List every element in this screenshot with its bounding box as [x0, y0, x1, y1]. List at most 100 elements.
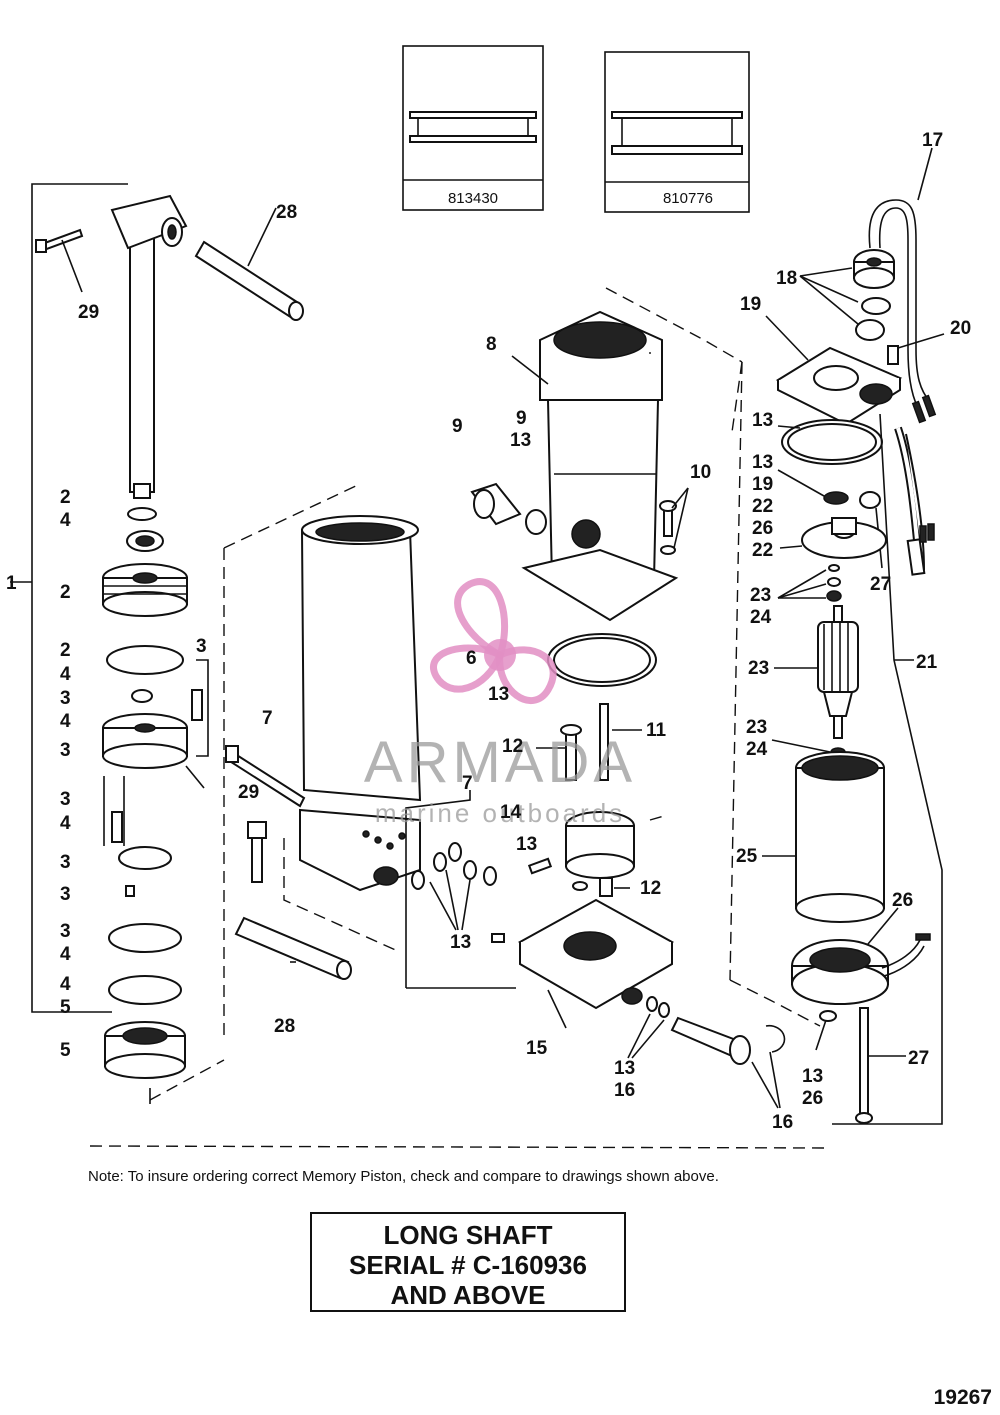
armature-23	[774, 605, 859, 739]
pump-housing-8	[511, 310, 679, 622]
callout: 2	[60, 582, 71, 603]
callout: 4	[60, 813, 71, 834]
callout: 11	[646, 720, 667, 741]
callout: 26	[802, 1088, 823, 1109]
callout: 14	[500, 802, 522, 823]
callout: 3	[60, 740, 71, 761]
callout: 22	[752, 540, 773, 561]
bolt-29-upper	[35, 228, 84, 293]
callout: 19	[740, 294, 761, 315]
watermark: ARMADA marine outboards	[364, 578, 636, 828]
serial-range-box: LONG SHAFT SERIAL # C-160936 AND ABOVE	[310, 1212, 626, 1312]
callout: 4	[60, 944, 71, 965]
callout: 12	[640, 878, 661, 899]
callout: 23	[746, 717, 767, 738]
inset-810776: 810776	[604, 51, 750, 213]
wire-harness-17	[868, 147, 937, 424]
motor-frame-25	[762, 751, 885, 923]
serial-line-1: LONG SHAFT	[383, 1220, 553, 1250]
manifold-15	[517, 898, 675, 1029]
fitting-9	[470, 482, 547, 535]
seals-13-left	[411, 842, 553, 943]
callout: 3	[60, 884, 71, 905]
bolt-7	[225, 745, 306, 808]
trim-cylinder-6	[299, 515, 422, 892]
inset-part-number: 813430	[448, 190, 498, 207]
callout: 27	[908, 1048, 929, 1069]
callout: 6	[466, 648, 477, 669]
callout: 18	[776, 268, 797, 289]
callout: 25	[736, 846, 758, 867]
callout: 12	[502, 736, 523, 757]
inset-813430: 813430	[402, 45, 544, 211]
grommets-18	[799, 249, 895, 341]
callout: 22	[752, 496, 773, 517]
callout: 13	[614, 1058, 635, 1079]
callout: 27	[870, 574, 891, 595]
callout: 7	[462, 773, 473, 794]
callout: 3	[196, 636, 207, 657]
callout: 9	[452, 416, 463, 437]
pivot-pin-28-upper	[194, 207, 304, 321]
callout: 29	[238, 782, 259, 803]
valve-16	[627, 996, 786, 1109]
callout-numbers: 1 2 4 2 2 4 3 3 4 3 3 4 3 3 3 4 4 5 5 29…	[6, 130, 971, 1133]
callout: 4	[60, 510, 71, 531]
serial-line-2: SERIAL # C-160936	[349, 1250, 587, 1280]
callout: 26	[752, 518, 773, 539]
callout: 3	[60, 688, 71, 709]
figure-number: 19267	[933, 1386, 992, 1409]
end-bell-26	[791, 907, 931, 1005]
callout: 13	[516, 834, 537, 855]
thru-bolt-27	[855, 1007, 906, 1124]
bracket-item-1	[10, 183, 128, 1013]
callout: 13	[802, 1066, 823, 1087]
watermark-brand: ARMADA	[364, 730, 636, 795]
callout: 16	[772, 1112, 793, 1133]
callout: 3	[60, 852, 71, 873]
trim-rod-assembly	[102, 194, 188, 1079]
pump-14	[565, 811, 635, 879]
callout: 8	[486, 334, 497, 355]
callout: 13	[510, 430, 531, 451]
propeller-logo	[430, 578, 557, 705]
callout: 24	[746, 739, 768, 760]
callout: 23	[748, 658, 769, 679]
brush-plate-22	[779, 517, 887, 559]
callout: 1	[6, 573, 17, 594]
callout: 4	[60, 974, 71, 995]
inset-part-number: 810776	[663, 190, 713, 207]
callout: 2	[60, 487, 71, 508]
callout: 13	[488, 684, 509, 705]
callout: 28	[274, 1016, 295, 1037]
callout: 5	[60, 997, 71, 1018]
callout: 15	[526, 1038, 548, 1059]
callout: 24	[750, 607, 772, 628]
callout: 29	[78, 302, 99, 323]
callout: 9	[516, 408, 527, 429]
callout: 2	[60, 640, 71, 661]
callout: 4	[60, 664, 71, 685]
serial-line-3: AND ABOVE	[390, 1280, 546, 1310]
callout: 3	[60, 921, 71, 942]
callout: 4	[60, 711, 71, 732]
callout: 20	[950, 318, 971, 339]
callout: 3	[60, 789, 71, 810]
callout: 17	[922, 130, 943, 151]
callout: 7	[262, 708, 273, 729]
callout: 5	[60, 1040, 71, 1061]
callout: 10	[690, 462, 711, 483]
callout: 16	[614, 1080, 635, 1101]
ordering-note: Note: To insure ordering correct Memory …	[88, 1168, 719, 1185]
callout: 19	[752, 474, 773, 495]
callout: 13	[450, 932, 471, 953]
callout: 23	[750, 585, 771, 606]
callout: 13	[752, 410, 773, 431]
callout: 13	[752, 452, 773, 473]
callout: 21	[916, 652, 938, 673]
watermark-subtitle: marine outboards	[375, 798, 625, 828]
end-cap-19	[765, 315, 903, 426]
callout: 28	[276, 202, 297, 223]
callout: 26	[892, 890, 913, 911]
